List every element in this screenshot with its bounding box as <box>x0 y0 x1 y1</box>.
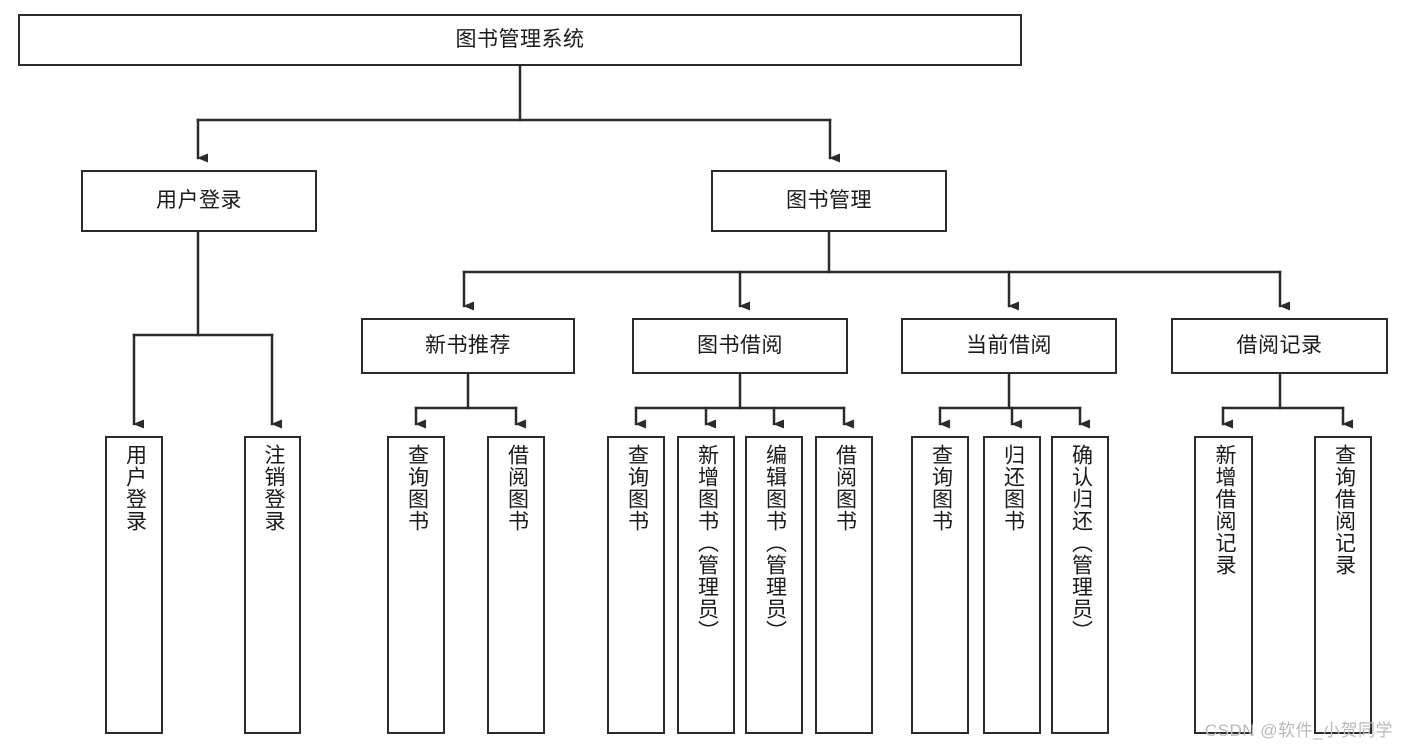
node-leaf[interactable]: 查询图书 <box>911 436 969 734</box>
node-borrowing-records[interactable]: 借阅记录 <box>1171 318 1388 374</box>
node-leaf-label: 编辑图书（管理员） <box>763 444 787 642</box>
node-leaf[interactable]: 注销登录 <box>244 436 301 734</box>
node-leaf-label: 借阅图书 <box>505 444 529 532</box>
node-leaf[interactable]: 确认归还（管理员） <box>1051 436 1109 734</box>
node-leaf[interactable]: 借阅图书 <box>487 436 545 734</box>
node-leaf[interactable]: 新增图书（管理员） <box>677 436 735 734</box>
node-leaf-label: 查询图书 <box>929 444 953 532</box>
node-leaf-label: 借阅图书 <box>833 444 857 532</box>
node-leaf-label: 用户登录 <box>123 444 147 532</box>
node-new-book-recommendation[interactable]: 新书推荐 <box>361 318 575 374</box>
node-leaf[interactable]: 新增借阅记录 <box>1194 436 1253 734</box>
node-leaf[interactable]: 归还图书 <box>983 436 1041 734</box>
node-new-book-recommendation-label: 新书推荐 <box>425 334 511 358</box>
node-leaf-label: 查询图书 <box>405 444 429 532</box>
node-leaf-label: 新增图书（管理员） <box>695 444 719 642</box>
node-leaf-label: 查询借阅记录 <box>1332 444 1356 576</box>
node-book-borrowing[interactable]: 图书借阅 <box>632 318 848 374</box>
node-current-borrowing-label: 当前借阅 <box>966 334 1052 358</box>
node-leaf-label: 新增借阅记录 <box>1212 444 1236 576</box>
node-current-borrowing[interactable]: 当前借阅 <box>901 318 1117 374</box>
node-leaf[interactable]: 借阅图书 <box>815 436 873 734</box>
node-leaf-label: 注销登录 <box>261 444 285 532</box>
node-borrowing-records-label: 借阅记录 <box>1236 334 1323 358</box>
node-leaf-label: 确认归还（管理员） <box>1069 444 1093 642</box>
node-leaf[interactable]: 查询借阅记录 <box>1314 436 1372 734</box>
node-leaf[interactable]: 查询图书 <box>387 436 445 734</box>
node-leaf-label: 归还图书 <box>1001 444 1025 532</box>
node-leaf[interactable]: 查询图书 <box>607 436 665 734</box>
node-root-system[interactable]: 图书管理系统 <box>18 14 1022 66</box>
node-user-login-label: 用户登录 <box>156 189 242 213</box>
node-book-management[interactable]: 图书管理 <box>711 170 947 232</box>
node-root-label: 图书管理系统 <box>455 28 585 52</box>
node-user-login[interactable]: 用户登录 <box>81 170 317 232</box>
node-book-borrowing-label: 图书借阅 <box>697 334 783 358</box>
node-book-management-label: 图书管理 <box>786 189 872 213</box>
node-leaf[interactable]: 用户登录 <box>105 436 163 734</box>
node-leaf[interactable]: 编辑图书（管理员） <box>745 436 803 734</box>
node-leaf-label: 查询图书 <box>625 444 649 532</box>
